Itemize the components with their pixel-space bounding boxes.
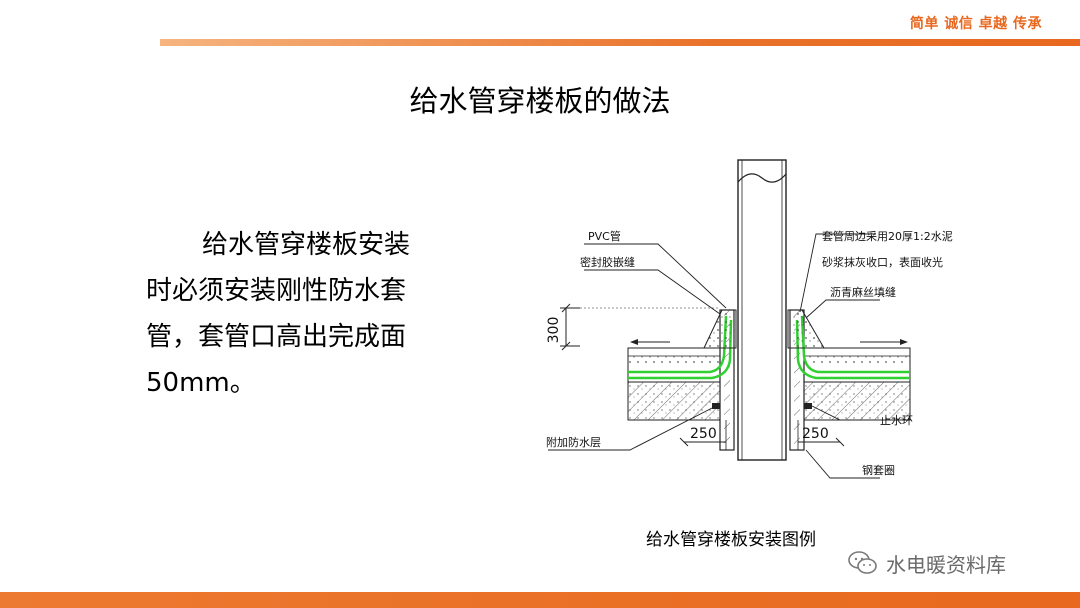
water-pipe	[737, 159, 787, 461]
dimension-250-right-label: 250	[802, 426, 829, 442]
body-line-2: 时必须安装刚性防水套	[146, 276, 407, 306]
wechat-icon	[848, 551, 877, 574]
dimension-300: 300	[546, 303, 720, 351]
slope-arrows	[630, 339, 908, 345]
body-line-1: 给水管穿楼板安装	[202, 230, 411, 260]
label-sealant: 密封胶嵌缝	[580, 255, 635, 269]
finish-layers	[627, 347, 911, 383]
slide-title: 给水管穿楼板的做法	[409, 84, 671, 118]
header-accent-bar	[160, 39, 1080, 46]
label-pvc: PVC管	[588, 229, 621, 243]
body-line-4: 50mm。	[146, 368, 256, 398]
body-text: 给水管穿楼板安装 时必须安装刚性防水套 管，套管口高出完成面 50mm。	[146, 222, 446, 406]
label-water-stop: 止水环	[880, 414, 913, 427]
header-slogan: 简单 诚信 卓越 传承	[909, 16, 1042, 32]
dimension-250-left-label: 250	[690, 426, 717, 442]
body-line-3: 管，套管口高出完成面	[146, 322, 407, 352]
waterproof-membrane	[628, 315, 910, 380]
label-sleeve-note-2: 砂浆抹灰收口，表面收光	[822, 255, 943, 269]
watermark-text: 水电暖资料库	[886, 552, 1006, 577]
label-extra-layer: 附加防水层	[546, 435, 601, 449]
label-steel-ring: 钢套圈	[862, 464, 895, 477]
watermark: 水电暖资料库	[848, 548, 1006, 578]
dimension-250: 250 250	[679, 420, 845, 450]
mortar-collar	[703, 309, 825, 349]
label-asphalt: 沥青麻丝填缝	[830, 285, 896, 299]
leader-lines	[548, 233, 880, 479]
footer-accent-bar	[0, 592, 1080, 608]
pipe-detail-drawing: 300 250 250 PVC管 密封胶嵌缝 套管周边采用20厚1:2水泥 砂浆…	[546, 159, 953, 479]
figure-caption: 给水管穿楼板安装图例	[646, 530, 816, 550]
floor-slab	[627, 381, 911, 421]
label-sleeve-note-1: 套管周边采用20厚1:2水泥	[822, 229, 953, 243]
dimension-300-label: 300	[546, 317, 562, 344]
